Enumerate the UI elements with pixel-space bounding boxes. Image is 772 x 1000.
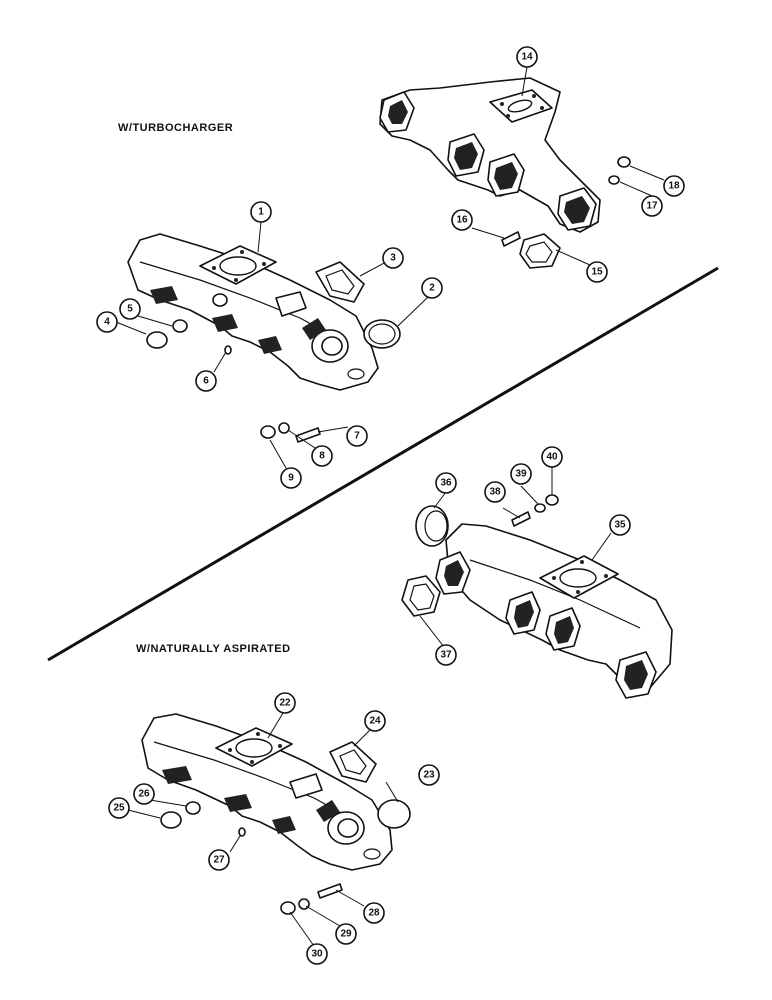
svg-text:24: 24 bbox=[369, 716, 381, 727]
callout-25: 25 bbox=[108, 797, 130, 819]
stud-7 bbox=[295, 427, 321, 443]
callout-17: 17 bbox=[641, 195, 663, 217]
callout-39: 39 bbox=[510, 463, 532, 485]
washer-5 bbox=[172, 319, 188, 333]
svg-text:6: 6 bbox=[203, 376, 209, 387]
washer-29 bbox=[298, 898, 310, 910]
svg-text:3: 3 bbox=[390, 253, 396, 264]
svg-text:37: 37 bbox=[440, 650, 452, 661]
callout-3: 3 bbox=[382, 247, 404, 269]
svg-text:18: 18 bbox=[668, 181, 680, 192]
turbo-small-parts bbox=[146, 156, 631, 443]
callout-38: 38 bbox=[484, 481, 506, 503]
natural-aspirated-manifold-right bbox=[435, 523, 673, 699]
svg-text:2: 2 bbox=[429, 283, 435, 294]
callout-15: 15 bbox=[586, 261, 608, 283]
svg-text:26: 26 bbox=[138, 789, 150, 800]
gasket-15 bbox=[519, 233, 561, 269]
nut-9 bbox=[260, 425, 276, 439]
svg-text:39: 39 bbox=[515, 469, 527, 480]
svg-text:27: 27 bbox=[213, 855, 225, 866]
svg-text:40: 40 bbox=[546, 452, 558, 463]
washer-39 bbox=[534, 503, 546, 513]
svg-text:16: 16 bbox=[456, 215, 468, 226]
natural-small-parts-lower bbox=[160, 741, 411, 915]
callout-40: 40 bbox=[541, 446, 563, 468]
nut-40 bbox=[545, 494, 559, 506]
svg-text:7: 7 bbox=[354, 431, 360, 442]
svg-text:8: 8 bbox=[319, 451, 325, 462]
nut-30 bbox=[280, 901, 296, 915]
callout-5: 5 bbox=[119, 298, 141, 320]
callout-37: 37 bbox=[435, 644, 457, 666]
callout-7: 7 bbox=[346, 425, 368, 447]
callout-30: 30 bbox=[306, 943, 328, 965]
section-divider-line bbox=[47, 266, 719, 662]
svg-text:30: 30 bbox=[311, 949, 323, 960]
plug-4 bbox=[146, 331, 168, 349]
callout-8: 8 bbox=[311, 445, 333, 467]
natural-small-parts-right bbox=[401, 494, 559, 617]
svg-text:1: 1 bbox=[258, 207, 264, 218]
callout-18: 18 bbox=[663, 175, 685, 197]
svg-text:22: 22 bbox=[279, 698, 291, 709]
svg-text:9: 9 bbox=[288, 473, 294, 484]
svg-text:23: 23 bbox=[423, 770, 435, 781]
svg-text:5: 5 bbox=[127, 304, 133, 315]
washer-26 bbox=[185, 801, 201, 815]
callout-24: 24 bbox=[364, 710, 386, 732]
washer-8 bbox=[278, 422, 290, 434]
natural-aspirated-manifold-lower bbox=[141, 713, 393, 871]
callout-4: 4 bbox=[96, 311, 118, 333]
callout-35: 35 bbox=[609, 514, 631, 536]
svg-text:36: 36 bbox=[440, 478, 452, 489]
stud-28 bbox=[317, 883, 343, 899]
svg-text:17: 17 bbox=[646, 201, 658, 212]
callout-22: 22 bbox=[274, 692, 296, 714]
svg-text:29: 29 bbox=[340, 929, 352, 940]
callout-29: 29 bbox=[335, 923, 357, 945]
callout-26: 26 bbox=[133, 783, 155, 805]
leader-lines bbox=[115, 66, 665, 947]
callout-9: 9 bbox=[280, 467, 302, 489]
callout-27: 27 bbox=[208, 849, 230, 871]
svg-text:4: 4 bbox=[104, 317, 110, 328]
callout-16: 16 bbox=[451, 209, 473, 231]
callout-6: 6 bbox=[195, 370, 217, 392]
svg-text:38: 38 bbox=[489, 487, 501, 498]
svg-text:15: 15 bbox=[591, 267, 603, 278]
callout-36: 36 bbox=[435, 472, 457, 494]
seal-ring-36 bbox=[415, 505, 449, 547]
washer-17 bbox=[608, 175, 620, 185]
callout-28: 28 bbox=[363, 902, 385, 924]
svg-text:25: 25 bbox=[113, 803, 125, 814]
nut-18 bbox=[617, 156, 631, 168]
svg-text:28: 28 bbox=[368, 908, 380, 919]
turbo-exhaust-manifold-lower bbox=[127, 233, 379, 391]
gasket-24 bbox=[329, 741, 377, 783]
section-title-turbocharger: W/TURBOCHARGER bbox=[118, 122, 233, 134]
section-title-naturally-aspirated: W/NATURALLY ASPIRATED bbox=[136, 643, 291, 655]
seal-ring-23 bbox=[377, 799, 411, 829]
callout-23: 23 bbox=[418, 764, 440, 786]
svg-text:35: 35 bbox=[614, 520, 626, 531]
stud-16 bbox=[501, 231, 521, 247]
turbo-exhaust-manifold bbox=[379, 77, 601, 233]
callout-14: 14 bbox=[516, 46, 538, 68]
callout-2: 2 bbox=[421, 277, 443, 299]
callout-1: 1 bbox=[250, 201, 272, 223]
svg-text:14: 14 bbox=[521, 52, 533, 63]
gasket-3 bbox=[315, 261, 365, 303]
stud-38 bbox=[511, 511, 531, 527]
plug-25 bbox=[160, 811, 182, 829]
